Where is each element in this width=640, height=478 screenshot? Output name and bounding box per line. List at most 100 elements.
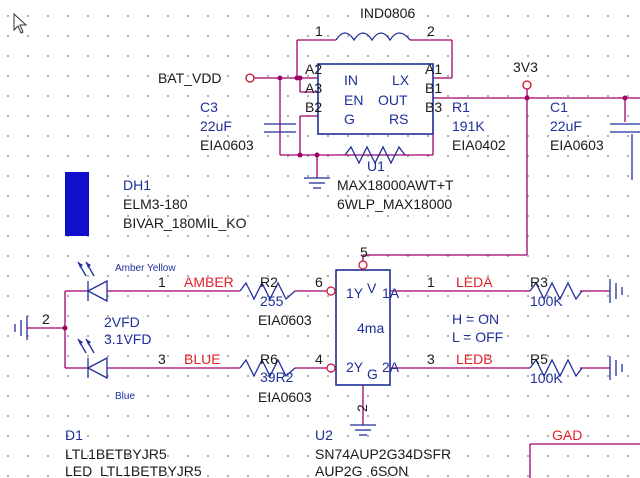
u2-current: 4ma — [357, 320, 384, 336]
d1-amber-label: Amber Yellow — [115, 263, 176, 274]
u2-pin-g: G — [367, 366, 378, 382]
u2-pin-v: V — [367, 280, 377, 296]
inductor-pin1: 1 — [315, 23, 323, 39]
u2-pnum-6: 6 — [315, 274, 323, 290]
led-amber-diode[interactable] — [77, 261, 108, 303]
dh1-ref: DH1 — [123, 177, 151, 193]
net-gad: GAD — [552, 427, 582, 443]
u1-ref: U1 — [367, 158, 385, 174]
u1-ball-b3: B3 — [425, 99, 442, 115]
r1-value: 191K — [452, 118, 485, 134]
d1-part: LTL1BETBYJR5 — [65, 446, 167, 462]
u2-package: AUP2G_6SON — [315, 463, 408, 478]
rail-3v3-port[interactable] — [522, 80, 532, 90]
r5-value: 100K — [530, 370, 563, 386]
net-leda: LEDA — [456, 274, 493, 290]
c3-capacitor[interactable] — [264, 123, 296, 133]
led-blue-diode[interactable] — [77, 338, 108, 380]
r6-ref: R6 — [260, 351, 278, 367]
u2-ground-symbol — [350, 424, 376, 436]
d1-ref: D1 — [65, 427, 83, 443]
u2-pnum-5: 5 — [360, 244, 368, 260]
r2-resistor[interactable] — [239, 281, 296, 301]
c1-package: EIA0603 — [550, 137, 604, 153]
r6-value: 39R2 — [260, 369, 294, 385]
u2-port-circles — [326, 260, 368, 373]
c1-ref: C1 — [550, 99, 568, 115]
dh1-body[interactable] — [65, 172, 89, 236]
u1-ball-b1: B1 — [425, 80, 442, 96]
u1-pin-in: IN — [344, 72, 358, 88]
rail-3v3-label: 3V3 — [513, 59, 538, 75]
r3-ref: R3 — [530, 274, 548, 290]
r1-package: EIA0402 — [452, 137, 506, 153]
power-wires — [254, 39, 640, 270]
c3-value: 22uF — [200, 118, 232, 134]
d1-pin3: 3 — [158, 351, 166, 367]
r2-value: 255 — [260, 293, 284, 309]
u1-ball-a2: A2 — [305, 61, 322, 77]
r5-ref: R5 — [530, 351, 548, 367]
dh1-part: ELM3-180 — [123, 196, 188, 212]
d1-vf-top: 2VFD — [104, 314, 140, 330]
u2-pnum-3: 3 — [427, 351, 435, 367]
r5-ground-symbol — [609, 356, 623, 380]
u2-ref: U2 — [315, 427, 333, 443]
inductor-ind0806[interactable] — [335, 32, 411, 42]
c3-package: EIA0603 — [200, 137, 254, 153]
u1-pin-en: EN — [344, 92, 363, 108]
d1-vf-bottom: 3.1VFD — [104, 331, 151, 347]
r2-package: EIA0603 — [258, 312, 312, 328]
bat-vdd-port[interactable] — [245, 73, 255, 83]
r1-ref: R1 — [452, 99, 470, 115]
u1-ball-a3: A3 — [305, 80, 322, 96]
u2-pnum-4: 4 — [315, 351, 323, 367]
c3-ref: C3 — [200, 99, 218, 115]
logic-note-off: L = OFF — [452, 329, 503, 345]
r3-resistor[interactable] — [529, 281, 583, 301]
d1-package: LED_LTL1BETBYJR5 — [65, 463, 202, 478]
r2-ref: R2 — [260, 274, 278, 290]
u1-part: MAX18000AWT+T — [337, 177, 454, 193]
u2-pin-1a: 1A — [382, 285, 400, 301]
u1-pin-g: G — [344, 111, 355, 127]
d1-ground-symbol — [14, 316, 28, 340]
u1-package: 6WLP_MAX18000 — [337, 196, 452, 212]
led-common-junction — [62, 325, 68, 331]
r6-resistor[interactable] — [239, 358, 296, 378]
u1-body[interactable] — [317, 63, 434, 135]
u2-pnum-2: 2 — [354, 404, 370, 412]
r3-ground-symbol — [609, 279, 623, 303]
u1-pin-out: OUT — [378, 92, 408, 108]
u1-pin-rs: RS — [389, 111, 408, 127]
d1-pin2: 2 — [42, 311, 50, 327]
u2-pin-2a: 2A — [382, 359, 400, 375]
c1-value: 22uF — [550, 118, 582, 134]
u2-pnum-1: 1 — [427, 274, 435, 290]
u2-body[interactable] — [335, 269, 391, 386]
u1-ball-a1: A1 — [425, 61, 442, 77]
bat-vdd-label: BAT_VDD — [158, 70, 222, 86]
r3-value: 100K — [530, 293, 563, 309]
d1-blue-label: Blue — [115, 391, 135, 402]
logic-note-on: H = ON — [452, 311, 499, 327]
net-amber: AMBER — [184, 274, 234, 290]
mouse-pointer-icon — [13, 12, 28, 34]
u1-ball-b2: B2 — [305, 99, 322, 115]
r1-resistor[interactable] — [344, 145, 406, 165]
u2-pin-2y: 2Y — [346, 359, 364, 375]
inductor-ref: IND0806 — [360, 5, 415, 21]
net-ledb: LEDB — [456, 351, 493, 367]
r5-resistor[interactable] — [529, 358, 583, 378]
c1-capacitor[interactable] — [610, 98, 640, 180]
r6-package: EIA0603 — [258, 389, 312, 405]
junction-dots — [277, 75, 628, 158]
u2-part: SN74AUP2G34DSFR — [315, 446, 451, 462]
u1-ground-symbol — [304, 177, 330, 189]
u2-pin-1y: 1Y — [346, 285, 364, 301]
d1-pin1: 1 — [158, 274, 166, 290]
u1-pin-lx: LX — [392, 72, 410, 88]
net-blue: BLUE — [184, 351, 221, 367]
